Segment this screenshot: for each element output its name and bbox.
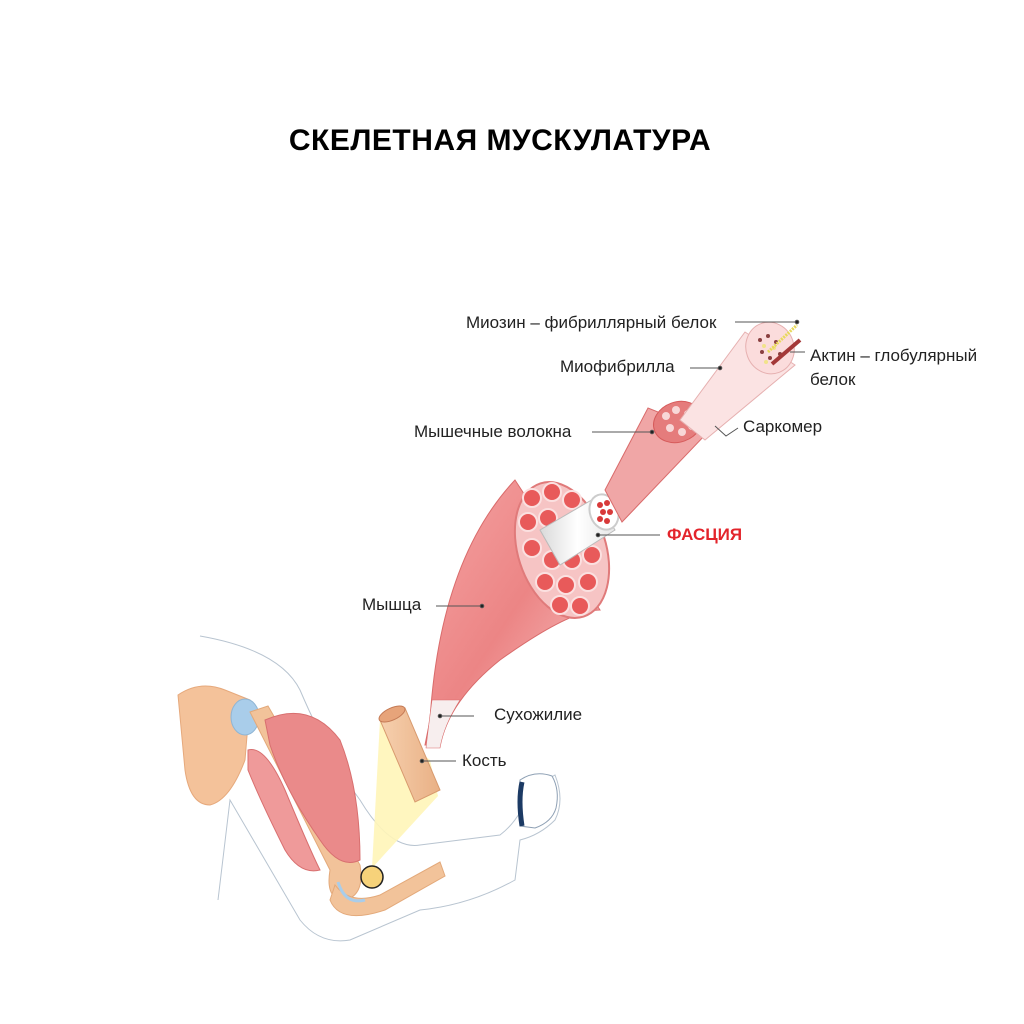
biceps <box>264 712 361 863</box>
label-fascia: ФАСЦИЯ <box>667 525 743 544</box>
label-sarcomere: Саркомер <box>743 417 823 436</box>
bone-segment <box>378 705 441 803</box>
label-tendon: Сухожилие <box>494 705 583 724</box>
sarcomere-bracket <box>714 425 739 437</box>
label-actin-line2: белок <box>810 370 856 389</box>
myofibril-end <box>745 321 795 375</box>
label-myosin: Миозин – фибриллярный белок <box>466 313 717 332</box>
label-muscle: Мышца <box>362 595 422 614</box>
label-muscle-fibers: Мышечные волокна <box>414 422 572 441</box>
fist <box>517 773 558 829</box>
fascicles <box>518 482 602 616</box>
label-actin-line1: Актин – глобулярный <box>810 346 978 365</box>
actin-rod <box>770 338 802 366</box>
myosin-strand <box>766 323 799 354</box>
label-myofibril: Миофибрилла <box>560 357 675 376</box>
label-bone: Кость <box>462 751 507 770</box>
triceps <box>247 749 321 872</box>
tendon <box>425 699 461 749</box>
elbow-joint <box>336 881 366 903</box>
magnifier-circle <box>360 865 384 889</box>
diagram-title: СКЕЛЕТНАЯ МУСКУЛАТУРА <box>288 124 712 157</box>
